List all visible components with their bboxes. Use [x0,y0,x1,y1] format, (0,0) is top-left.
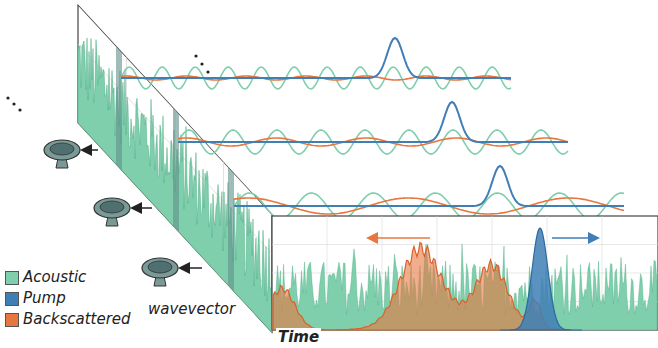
legend-swatch [5,292,19,306]
label: Time [276,328,321,346]
pump-pulse [178,102,568,142]
label: Backscattered [23,310,131,328]
pump-pulse [234,166,624,206]
label: Pump [23,289,66,307]
time-plot [272,216,658,330]
ellipsis-dots [6,54,209,111]
legend-swatch [5,271,19,285]
pump-pulse [121,38,511,78]
legend-swatch [5,313,19,327]
spectrum-panel [78,5,272,333]
label: Acoustic [23,268,86,286]
speaker-icons [44,140,202,286]
label: wavevector [148,300,235,318]
